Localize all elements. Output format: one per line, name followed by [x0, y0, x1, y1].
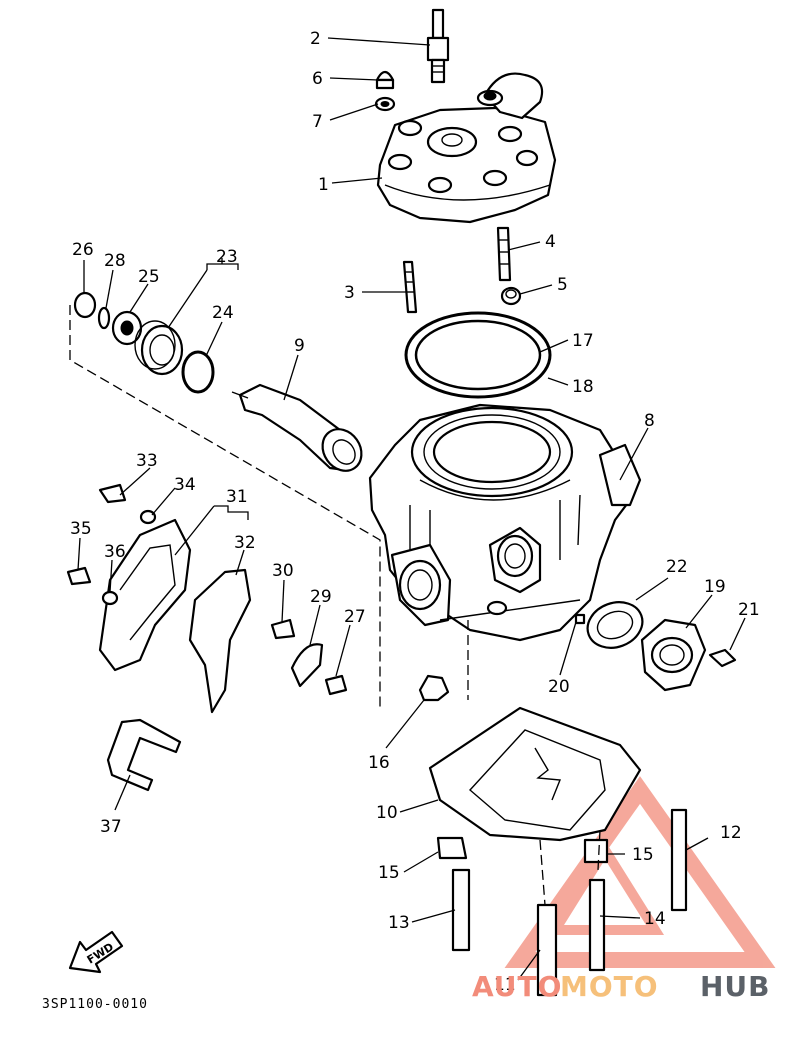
cylinder-body	[368, 403, 642, 642]
callout-18: 18	[572, 377, 594, 397]
callout-12: 12	[720, 823, 742, 843]
callout-20: 20	[548, 677, 570, 697]
callout-17: 17	[572, 331, 594, 351]
watermark-part-moto: MOTO	[560, 970, 659, 1003]
cylinder-head	[376, 72, 557, 224]
fwd-arrow: FWD	[68, 930, 124, 974]
callout-8: 8	[644, 411, 655, 431]
callout-30: 30	[272, 561, 294, 581]
callout-10: 10	[376, 803, 398, 823]
callout-26: 26	[72, 240, 94, 260]
dowel-pin	[500, 286, 522, 306]
callout-4: 4	[545, 232, 556, 252]
callout-5: 5	[557, 275, 568, 295]
callout-32: 32	[234, 533, 256, 553]
callout-19: 19	[704, 577, 726, 597]
callout-31: 31	[226, 487, 248, 507]
assembly-lines	[69, 305, 601, 906]
callout-16: 16	[368, 753, 390, 773]
callout-2: 2	[310, 29, 321, 49]
callout-13: 13	[388, 913, 410, 933]
callout-24: 24	[212, 303, 234, 323]
nut	[418, 674, 450, 702]
leader-lines	[77, 37, 746, 981]
callout-15-left: 15	[378, 863, 400, 883]
stud-bolt-short	[402, 260, 418, 314]
head-gasket-rings	[404, 311, 552, 399]
callout-33: 33	[136, 451, 158, 471]
callout-15-right: 15	[632, 845, 654, 865]
callout-34: 34	[174, 475, 196, 495]
pump-housing	[574, 601, 737, 692]
callout-6: 6	[312, 69, 323, 89]
watermark-part-auto: AUTO	[472, 970, 562, 1003]
callout-22: 22	[666, 557, 688, 577]
callout-3: 3	[344, 283, 355, 303]
washer	[374, 96, 396, 112]
callout-labels: 2 6 7 1 3 4 5 8 9 17 18 26 28 25 23 24 3…	[70, 29, 760, 995]
callout-25: 25	[138, 267, 160, 287]
reference-code: 3SP1100-0010	[42, 997, 148, 1012]
cover-assembly	[66, 483, 348, 714]
callout-36: 36	[104, 542, 126, 562]
water-pump-shaft	[231, 383, 363, 472]
callout-21: 21	[738, 600, 760, 620]
lower-studs	[436, 808, 688, 997]
callout-1: 1	[318, 175, 329, 195]
stud-bolt-long	[496, 226, 512, 282]
base-gasket	[428, 706, 642, 842]
callout-23: 23	[216, 247, 238, 267]
spark-plug	[426, 8, 450, 84]
callout-29: 29	[310, 587, 332, 607]
callout-7: 7	[312, 112, 323, 132]
cap-nut	[375, 70, 395, 90]
callout-37: 37	[100, 817, 122, 837]
watermark-text: AUTO MOTO HUB	[472, 970, 771, 1003]
callout-14: 14	[644, 909, 666, 929]
watermark-part-hub: HUB	[700, 970, 771, 1003]
callout-27: 27	[344, 607, 366, 627]
callout-9: 9	[294, 336, 305, 356]
oil-seal-set	[73, 291, 215, 394]
callout-28: 28	[104, 251, 126, 271]
clip	[106, 718, 182, 792]
callout-35: 35	[70, 519, 92, 539]
callout-11: 11	[494, 975, 516, 995]
